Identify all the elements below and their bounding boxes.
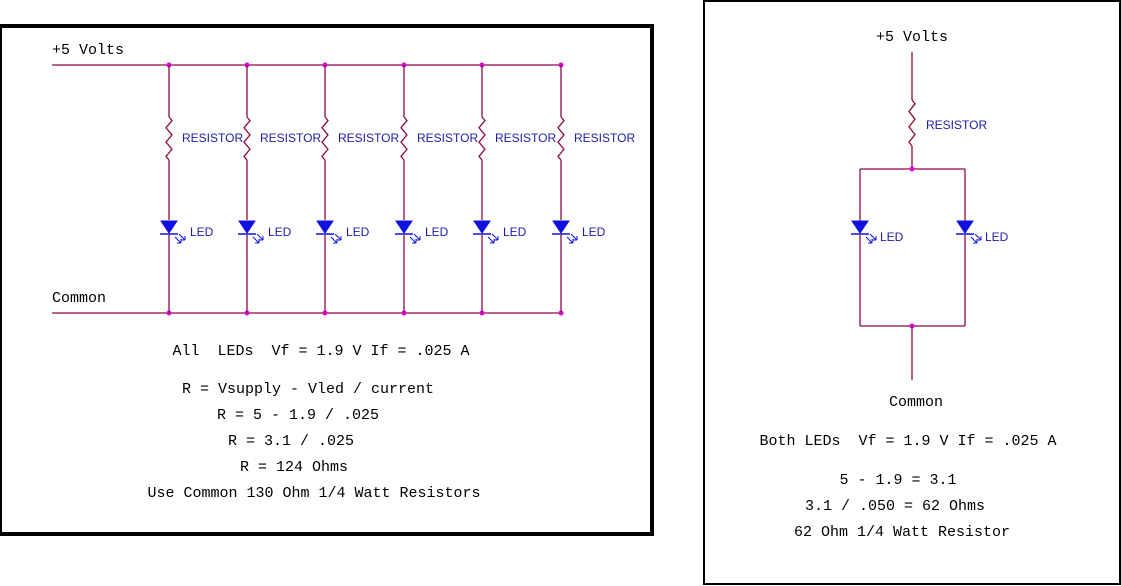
led-label: LED — [985, 230, 1009, 244]
led-label: LED — [268, 225, 292, 239]
left-panel-frame — [0, 24, 654, 536]
light-arrow-icon — [869, 233, 877, 241]
note-line: Use Common 130 Ohm 1/4 Watt Resistors — [147, 485, 480, 502]
right-panel-frame — [703, 0, 1121, 585]
right-panel: +5 Volts RESISTOR LED LED Common Both LED… — [703, 0, 1121, 585]
note-line: 5 - 1.9 = 3.1 — [839, 472, 956, 489]
light-arrow-icon — [570, 233, 578, 241]
resistor-label: RESISTOR — [417, 131, 478, 145]
note-line: All LEDs Vf = 1.9 V If = .025 A — [172, 343, 469, 360]
notes: All LEDs Vf = 1.9 V If = .025 A R = Vsup… — [147, 343, 480, 502]
branch: RESISTOR LED — [395, 62, 478, 316]
led-triangle — [473, 220, 491, 234]
light-arrow-icon — [178, 233, 186, 241]
light-arrow-icon — [334, 233, 342, 241]
branches: RESISTORLEDRESISTORLEDRESISTORLEDRESISTO… — [160, 62, 635, 316]
notes: Both LEDs Vf = 1.9 V If = .025 A 5 - 1.9… — [759, 433, 1056, 541]
branch: RESISTOR LED — [552, 62, 635, 316]
led-triangle — [238, 220, 256, 234]
note-line: R = Vsupply - Vled / current — [182, 381, 434, 398]
resistor-label: RESISTOR — [260, 131, 321, 145]
branch: RESISTOR LED — [316, 62, 399, 316]
branch: RESISTOR LED — [160, 62, 243, 316]
led-branch: LED — [851, 169, 904, 326]
light-arrow-icon — [330, 236, 338, 244]
light-arrow-icon — [409, 236, 417, 244]
led-label: LED — [346, 225, 370, 239]
resistor-label: RESISTOR — [926, 118, 987, 132]
supply-label: +5 Volts — [876, 29, 948, 46]
led-label: LED — [582, 225, 606, 239]
light-arrow-icon — [491, 233, 499, 241]
light-arrow-icon — [566, 236, 574, 244]
branch: RESISTOR LED — [238, 62, 321, 316]
light-arrow-icon — [865, 236, 873, 244]
led-triangle — [552, 220, 570, 234]
left-panel: +5 Volts Common RESISTORLEDRESISTORLEDRE… — [0, 24, 654, 536]
resistor-label: RESISTOR — [495, 131, 556, 145]
light-arrow-icon — [413, 233, 421, 241]
resistor-symbol — [908, 99, 916, 147]
branch: RESISTOR LED — [473, 62, 556, 316]
resistor-symbol — [557, 116, 565, 161]
led-branch: LED — [956, 169, 1009, 326]
resistor-label: RESISTOR — [574, 131, 635, 145]
led-triangle — [160, 220, 178, 234]
light-arrow-icon — [252, 236, 260, 244]
resistor-symbol — [400, 116, 408, 161]
resistor-symbol — [165, 116, 173, 161]
note-line: 3.1 / .050 = 62 Ohms — [805, 498, 985, 515]
resistor-symbol — [321, 116, 329, 161]
junction-node — [909, 166, 915, 172]
note-line: Both LEDs Vf = 1.9 V If = .025 A — [759, 433, 1056, 450]
resistor-label: RESISTOR — [182, 131, 243, 145]
led-triangle — [851, 220, 869, 234]
led-label: LED — [880, 230, 904, 244]
note-line: 62 Ohm 1/4 Watt Resistor — [794, 524, 1010, 541]
supply-label: +5 Volts — [52, 42, 124, 59]
light-arrow-icon — [970, 236, 978, 244]
note-line: R = 3.1 / .025 — [228, 433, 354, 450]
led-triangle — [956, 220, 974, 234]
resistor-symbol — [243, 116, 251, 161]
led-triangle — [316, 220, 334, 234]
light-arrow-icon — [974, 233, 982, 241]
led-triangle — [395, 220, 413, 234]
led-label: LED — [190, 225, 214, 239]
light-arrow-icon — [256, 233, 264, 241]
led-label: LED — [503, 225, 527, 239]
light-arrow-icon — [174, 236, 182, 244]
resistor-label: RESISTOR — [338, 131, 399, 145]
parallel-leds: LED LED — [851, 169, 1009, 326]
note-line: R = 124 Ohms — [240, 459, 348, 476]
common-label: Common — [52, 290, 106, 307]
resistor-symbol — [478, 116, 486, 161]
led-label: LED — [425, 225, 449, 239]
common-label: Common — [889, 394, 943, 411]
note-line: R = 5 - 1.9 / .025 — [217, 407, 379, 424]
light-arrow-icon — [487, 236, 495, 244]
